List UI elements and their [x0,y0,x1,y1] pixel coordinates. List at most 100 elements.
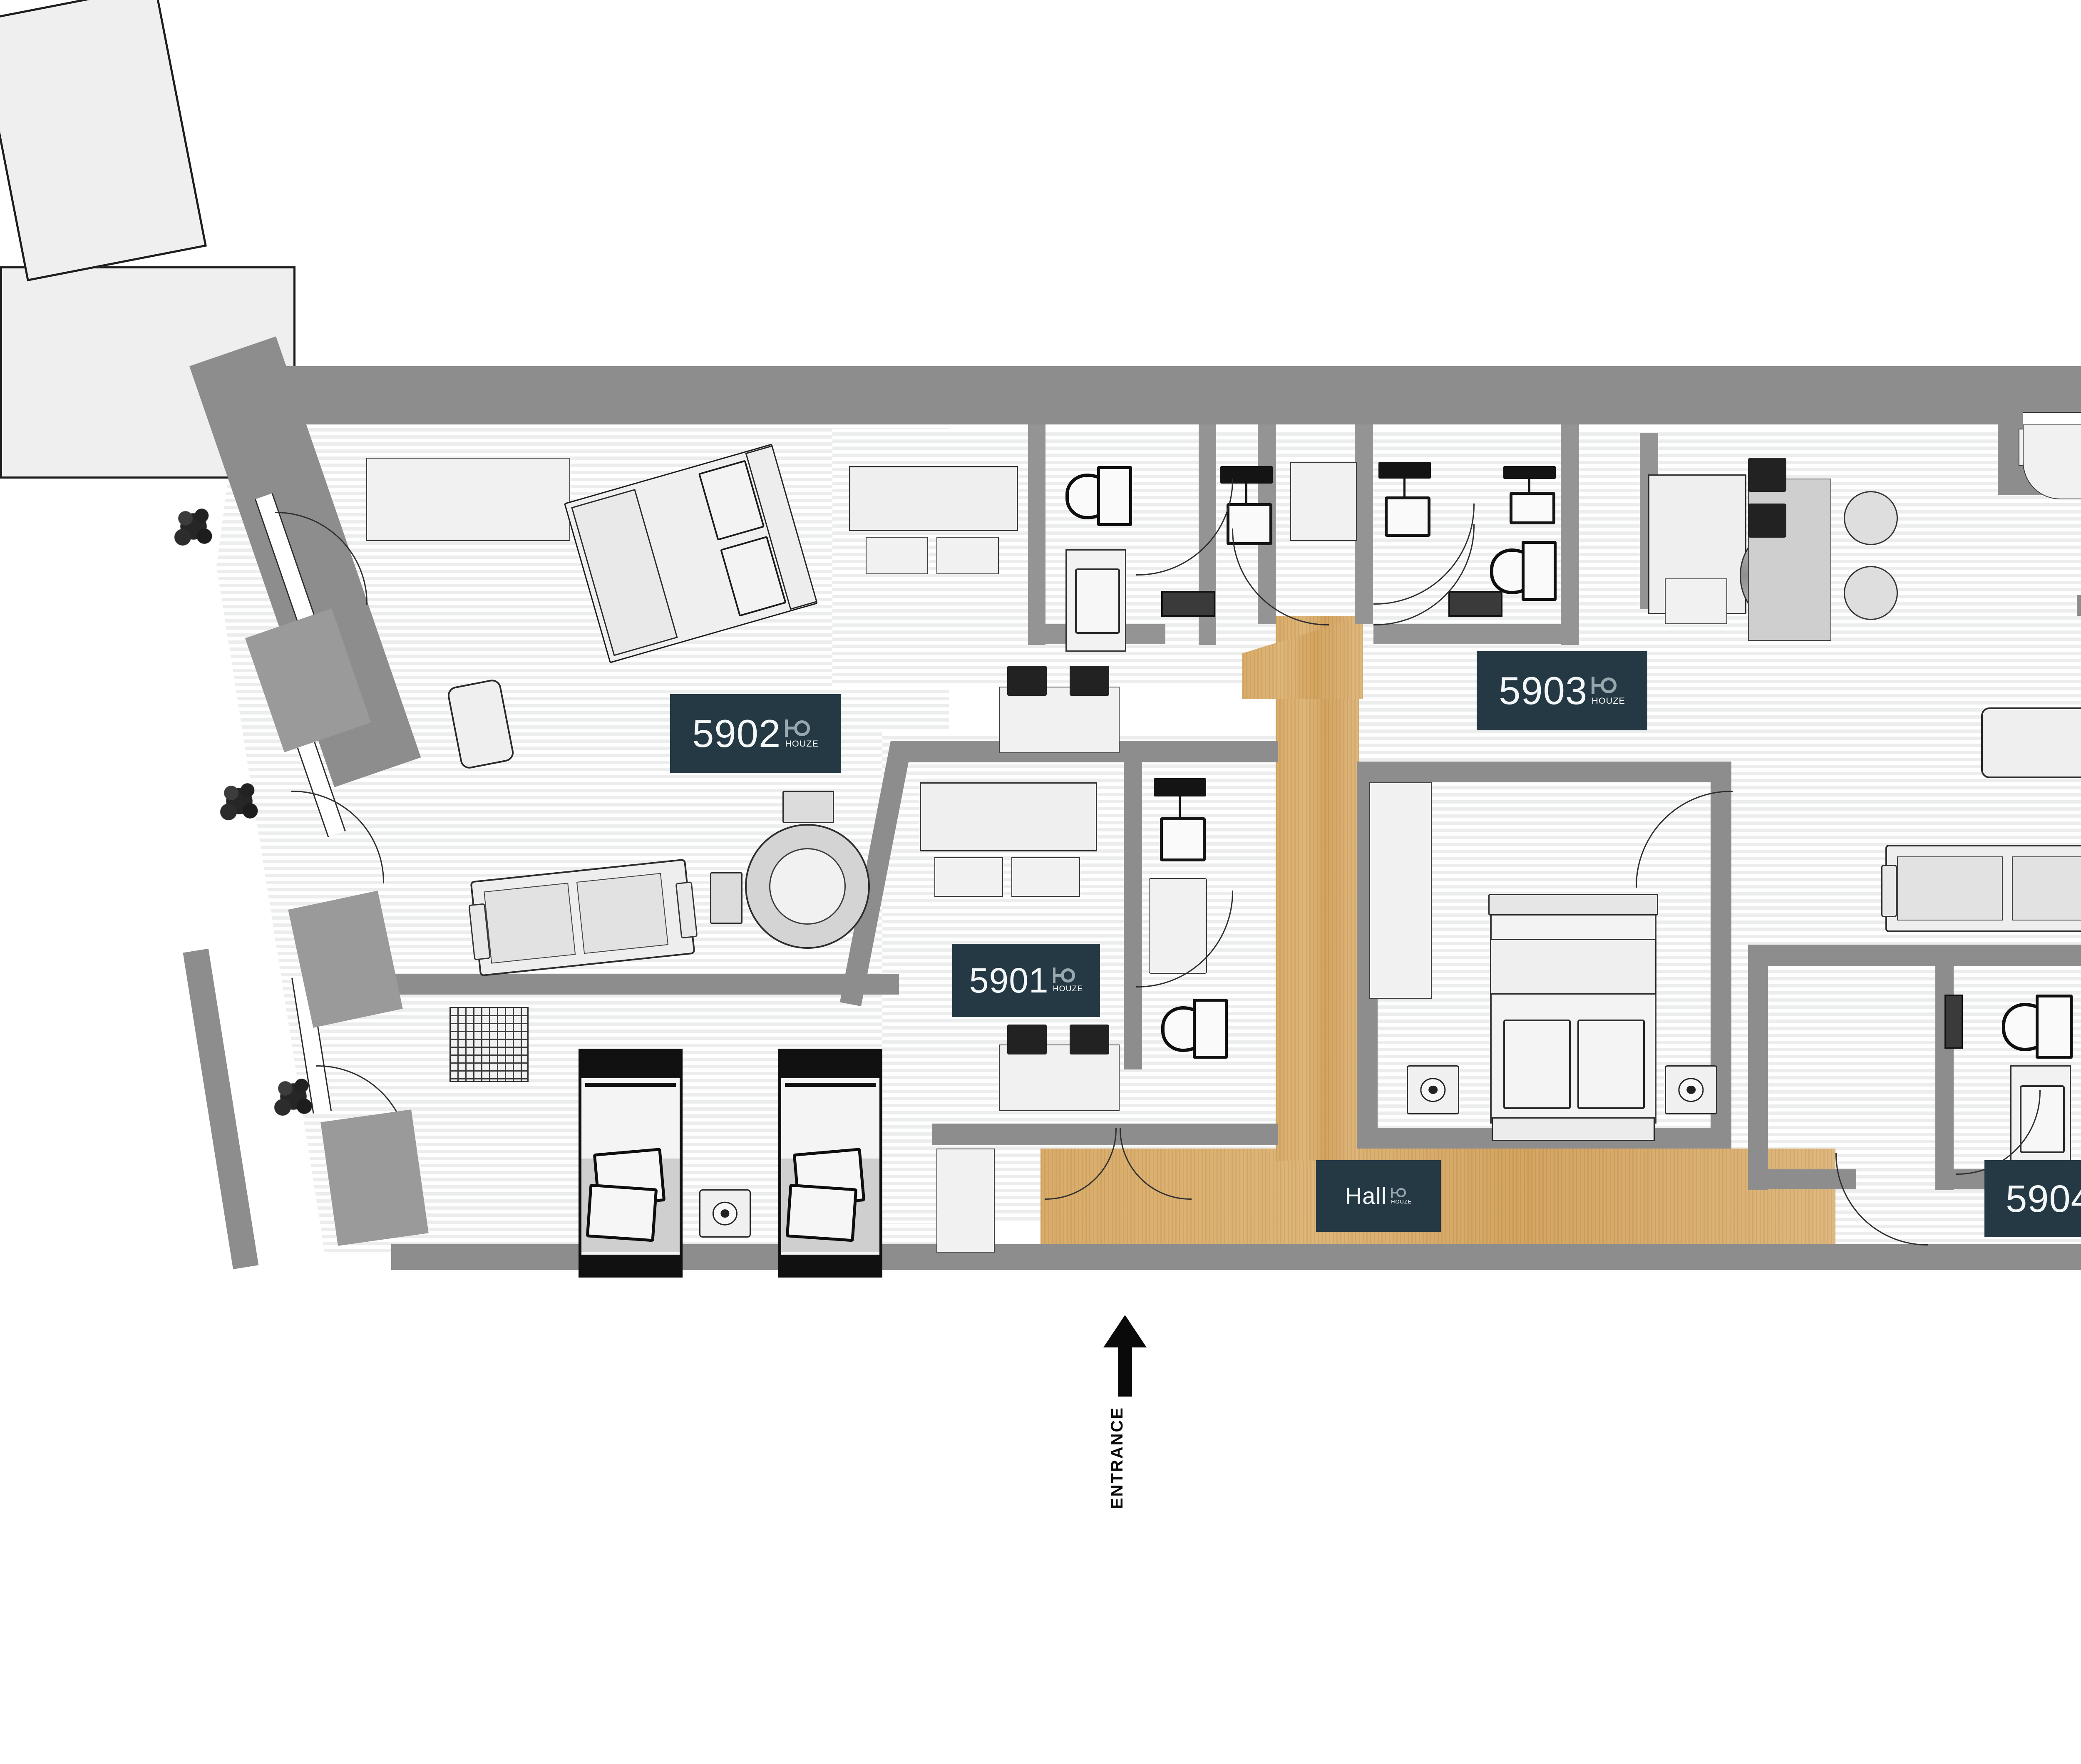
toilet-5902-bath [1065,466,1132,526]
door-5901-bath[interactable] [1136,891,1233,987]
rug-5902-living [0,0,207,282]
entrance-label: ENTRANCE [1108,1407,1126,1509]
shower-5903-bath [1290,462,1357,541]
planter-west-1 [166,499,221,553]
chair-5901-d [1070,1025,1109,1054]
room-number-5903: 5903 [1499,669,1588,712]
partition-5903-bath-bottom [1373,624,1569,644]
wardrobe-5903-master [1369,782,1432,999]
sink-5901-bath [1149,778,1211,861]
door-west-balcony-2[interactable] [291,791,384,883]
houze-logo-5901: HOUZE [1053,968,1083,993]
room-number-5901: 5901 [969,961,1049,1000]
room-number-5904: 5904 [2006,1177,2081,1220]
room-badge-5902[interactable]: 5902 HOUZE [670,694,841,773]
planter-west-3 [266,1069,320,1124]
partition-5903-living-top [2077,595,2081,616]
bench-north-5903 [2023,424,2081,499]
door-5903-bedroom[interactable] [1636,791,1733,888]
room-badge-5904[interactable]: 5904 HOUZE [1984,1160,2081,1237]
entrance-arrow-head [1103,1315,1147,1347]
room-badge-hall[interactable]: Hall HOUZE [1316,1160,1441,1232]
toilet-5904-bath [2002,995,2073,1059]
houze-key-icon [1053,968,1075,984]
vanity-drawer-5902-a [866,537,928,574]
houze-key-icon [1592,676,1617,694]
partition-5904-bath-left [1935,945,1954,1190]
kitchen-drawer-5901-a [934,857,1003,897]
kitchen-counter-5901 [920,782,1097,851]
console-5901-north [999,687,1120,753]
pillow-5902-twin-right-2 [785,1183,858,1242]
room-label-hall: Hall [1345,1183,1387,1209]
nightstand-lamp-5903-right [1665,1065,1717,1114]
door-5903-corridor[interactable] [1373,524,1475,724]
partition-5902-living-divider [316,974,899,995]
partition-5903-bedroom-top [1357,762,1731,782]
stool-5903-a [1748,458,1786,492]
door-west-balcony-1[interactable] [275,512,368,605]
dining-chair-5902-n [782,791,834,823]
wardrobe-5902 [366,458,570,541]
dining-table-5902-top [769,848,846,925]
exterior-wall-north [250,366,2052,424]
corridor-floor-vertical [1276,616,1359,1149]
door-5904-entry[interactable] [1835,1153,1928,1245]
corridor-floor-junction [1276,1124,1359,1161]
houze-key-icon [785,719,810,737]
chair-5901-c [1007,1025,1047,1054]
shower-5902-bath [1065,549,1126,652]
houze-logo-hall: HOUZE [1391,1187,1412,1205]
partition-corridor-east [1355,424,1373,624]
dining-table-5902 [745,824,870,949]
partition-5904-top [1748,945,2081,966]
toilet-5901-bath [1161,999,1228,1059]
stool-5903-b [1748,504,1786,538]
houze-wordmark: HOUZE [1391,1198,1412,1205]
coffee-table-5903 [1981,707,2081,778]
shoe-rack-5902 [1161,591,1215,617]
door-main-entrance-right[interactable] [1120,1128,1192,1269]
exterior-wall-southwest-angled [183,948,259,1269]
kitchen-island-5903 [1748,479,1831,641]
houze-wordmark: HOUZE [1053,985,1083,994]
pillow-5903-master-right [1577,1020,1645,1109]
cabinet-5901-southwest [936,1149,995,1253]
room-badge-5903[interactable]: 5903 HOUZE [1477,651,1647,730]
console-5901-south [999,1045,1120,1111]
houze-wordmark: HOUZE [785,738,819,749]
sofa-5903-living [1881,845,2081,932]
houze-wordmark: HOUZE [1592,695,1625,706]
towel-rail-5904 [1944,995,1963,1049]
bar-stool-5903-a [1844,491,1898,545]
partition-5902-bath-left [1028,424,1045,645]
shoe-rack-5903 [1448,591,1502,617]
room-number-5902: 5902 [692,712,781,755]
door-corridor-5901[interactable] [1232,528,1329,720]
radiator-5902 [449,1007,529,1082]
chair-5901-a [1007,666,1047,696]
partition-5904-left [1748,945,1768,1190]
houze-logo-5902: HOUZE [785,719,819,748]
vanity-drawer-5902-b [936,537,999,574]
toilet-5903-bath [1490,541,1557,601]
kitchen-drawer-5901-b [1011,857,1080,897]
room-badge-5901[interactable]: 5901 HOUZE [952,944,1100,1017]
dining-chair-5902-w [710,872,743,924]
pillow-5903-master-left [1503,1020,1571,1109]
vanity-counter-5902 [849,466,1018,531]
nightstand-lamp-5902-twin [699,1189,751,1238]
balcony-slab-west-3 [320,1109,429,1246]
houze-logo-5903: HOUZE [1592,676,1625,706]
entrance-arrow-shaft [1118,1347,1132,1397]
partition-5903-bath-right [1561,424,1579,645]
entrance-arrow-icon [1102,1315,1148,1397]
nightstand-lamp-5903-left [1407,1065,1459,1114]
door-main-entrance-left[interactable] [1045,1128,1117,1269]
pillow-5902-twin-left-2 [586,1183,658,1242]
planter-west-2 [212,774,266,828]
door-5902-bath[interactable] [1136,479,1233,576]
kitchen-appliance-5903 [1665,578,1727,624]
bar-stool-5903-b [1844,566,1898,620]
